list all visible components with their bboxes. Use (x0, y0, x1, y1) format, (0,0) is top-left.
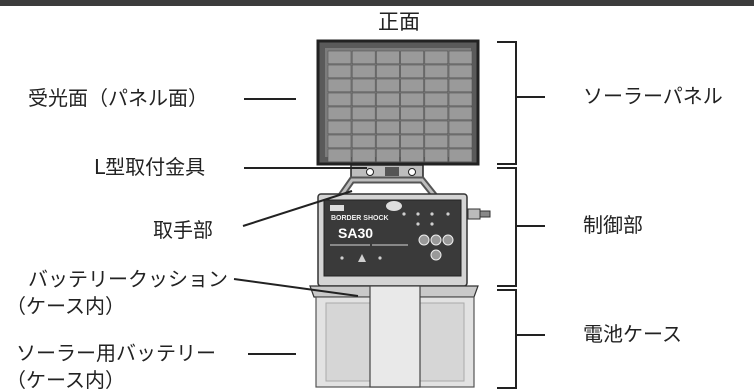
solar-cell (327, 64, 352, 79)
solar-cell (400, 64, 424, 79)
solar-cell (424, 134, 449, 149)
solar-cell (448, 120, 473, 135)
label-receiving-surface: 受光面（パネル面） (28, 86, 208, 110)
solar-cell (448, 64, 473, 79)
top-bar (0, 0, 754, 6)
solar-cell (376, 120, 400, 135)
solar-cell (376, 92, 400, 107)
label-solar-battery: ソーラー用バッテリー (16, 341, 216, 365)
solar-cell (400, 92, 424, 107)
leader-lines (233, 98, 367, 355)
solar-cell (448, 106, 473, 121)
solar-cell (448, 148, 473, 163)
label-battery-cushion: バッテリークッション (28, 267, 228, 291)
battery-case (309, 285, 479, 388)
handle (335, 176, 441, 203)
solar-cell (424, 78, 449, 93)
solar-cell (351, 148, 376, 163)
label-solar-battery-sub: （ケース内） (6, 368, 125, 392)
solar-cell (351, 50, 376, 65)
solar-cell (351, 78, 376, 93)
solar-cell (376, 50, 400, 65)
brand-text: BORDER SHOCK (331, 215, 389, 222)
solar-cell (400, 78, 424, 93)
solar-cell (327, 106, 352, 121)
solar-cell (400, 134, 424, 149)
model-text: SA30 (338, 225, 373, 241)
label-handle: 取手部 (153, 218, 213, 242)
brackets (497, 41, 545, 389)
solar-cell (327, 78, 352, 93)
solar-cell (376, 148, 400, 163)
solar-cells (327, 50, 473, 163)
solar-cell (376, 134, 400, 149)
solar-cell (448, 134, 473, 149)
solar-cell (376, 64, 400, 79)
solar-cell (400, 50, 424, 65)
solar-cell (424, 92, 449, 107)
page-title: 正面 (378, 10, 420, 34)
solar-cell (424, 148, 449, 163)
solar-cell (351, 92, 376, 107)
solar-cell (376, 106, 400, 121)
solar-cell (400, 120, 424, 135)
solar-cell (400, 148, 424, 163)
label-l-bracket: L型取付金具 (94, 155, 206, 179)
solar-cell (448, 78, 473, 93)
label-battery-cushion-sub: （ケース内） (6, 294, 125, 318)
solar-cell (424, 50, 449, 65)
solar-cell (400, 106, 424, 121)
label-solar-panel: ソーラーパネル (583, 84, 723, 108)
control-unit: BORDER SHOCK SA30 (317, 193, 491, 287)
solar-cell (327, 50, 352, 65)
label-battery-case: 電池ケース (583, 322, 682, 346)
solar-cell (424, 64, 449, 79)
solar-panel (316, 39, 480, 166)
solar-cell (327, 148, 352, 163)
solar-cell (424, 120, 449, 135)
solar-cell (327, 120, 352, 135)
solar-cell (327, 92, 352, 107)
solar-cell (327, 134, 352, 149)
solar-cell (448, 50, 473, 65)
solar-cell (351, 134, 376, 149)
solar-cell (351, 64, 376, 79)
solar-cell (424, 106, 449, 121)
solar-cell (351, 106, 376, 121)
solar-cell (448, 92, 473, 107)
label-control-unit: 制御部 (583, 213, 643, 237)
solar-cell (351, 120, 376, 135)
solar-cell (376, 78, 400, 93)
